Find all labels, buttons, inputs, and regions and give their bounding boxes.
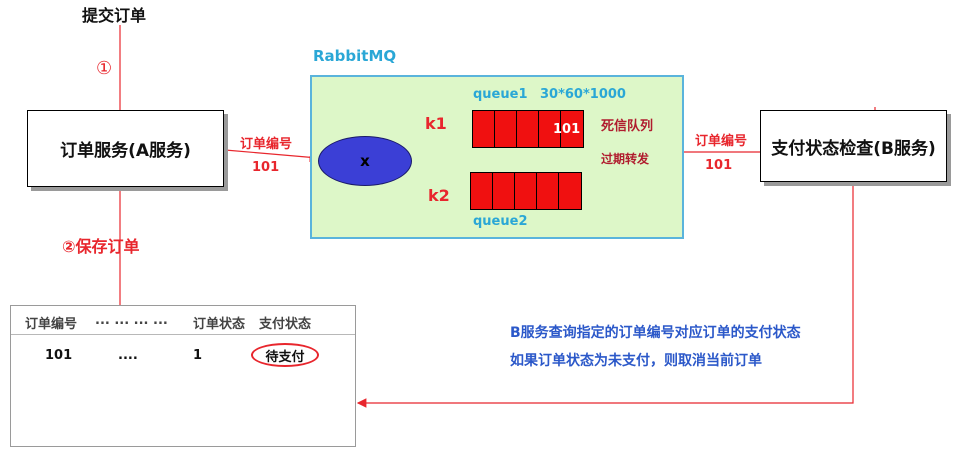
order-service-a-label: 订单服务(A服务) (60, 141, 191, 161)
row-order-no: 101 (45, 348, 73, 363)
queue1-slot (561, 111, 583, 147)
row-order-status: 1 (193, 348, 203, 363)
queue2-slot (493, 173, 515, 209)
description-line2: 如果订单状态为未支付，则取消当前订单 (510, 353, 762, 369)
ttl-label: 30*60*1000 (540, 87, 626, 102)
queue1-message: 101 (553, 122, 581, 137)
order-no-label-right: 订单编号 (695, 134, 748, 149)
queue1-slot (539, 111, 561, 147)
col-order-status: 订单状态 (193, 317, 246, 332)
submit-order-label: 提交订单 (82, 6, 147, 25)
payment-check-b-label: 支付状态检查(B服务) (771, 138, 936, 159)
k2-label: k2 (428, 186, 450, 205)
queue2-label: queue2 (473, 214, 528, 229)
dead-letter-label: 死信队列 (601, 119, 654, 134)
row-pay-status-text: 待支付 (265, 349, 305, 365)
rabbitmq-panel (310, 75, 684, 239)
queue2 (470, 172, 582, 210)
exchange-node: x (318, 136, 412, 186)
queue1-label: queue1 (473, 87, 528, 102)
row-ellipsis: .... (118, 348, 138, 363)
queue2-slot (471, 173, 493, 209)
queue2-slot (515, 173, 537, 209)
order-service-a-box: 订单服务(A服务) (27, 110, 224, 187)
order-no-label-left: 订单编号 (240, 137, 293, 152)
order-table-header: 订单编号 ... ... ... ... 订单状态 支付状态 (11, 306, 355, 335)
col-pay-status: 支付状态 (259, 317, 312, 332)
expire-forward-label: 过期转发 (601, 152, 650, 166)
step1-marker: ① (96, 58, 113, 79)
col-order-no: 订单编号 (25, 317, 78, 332)
rabbitmq-title: RabbitMQ (313, 47, 397, 65)
order-no-value-right: 101 (705, 158, 733, 173)
service-a-to-exchange-arrow (224, 149, 320, 163)
queue1-slot (495, 111, 517, 147)
order-no-value-left: 101 (252, 160, 280, 175)
col-ellipsis: ... ... ... ... (95, 313, 168, 328)
service-b-to-table-arrow (356, 182, 854, 408)
k1-label: k1 (425, 114, 447, 133)
queue1-slot (517, 111, 539, 147)
row-pay-status: 待支付 (251, 343, 319, 367)
queue1-slot (473, 111, 495, 147)
queue1 (472, 110, 584, 148)
queue2-slot (537, 173, 559, 209)
exchange-label: x (360, 152, 370, 170)
description-line1: B服务查询指定的订单编号对应订单的支付状态 (510, 325, 801, 341)
order-table: 订单编号 ... ... ... ... 订单状态 支付状态 101 .... … (10, 305, 356, 447)
step2-label: ②保存订单 (62, 237, 140, 256)
payment-check-b-box: 支付状态检查(B服务) (760, 110, 947, 182)
queue2-slot (559, 173, 581, 209)
